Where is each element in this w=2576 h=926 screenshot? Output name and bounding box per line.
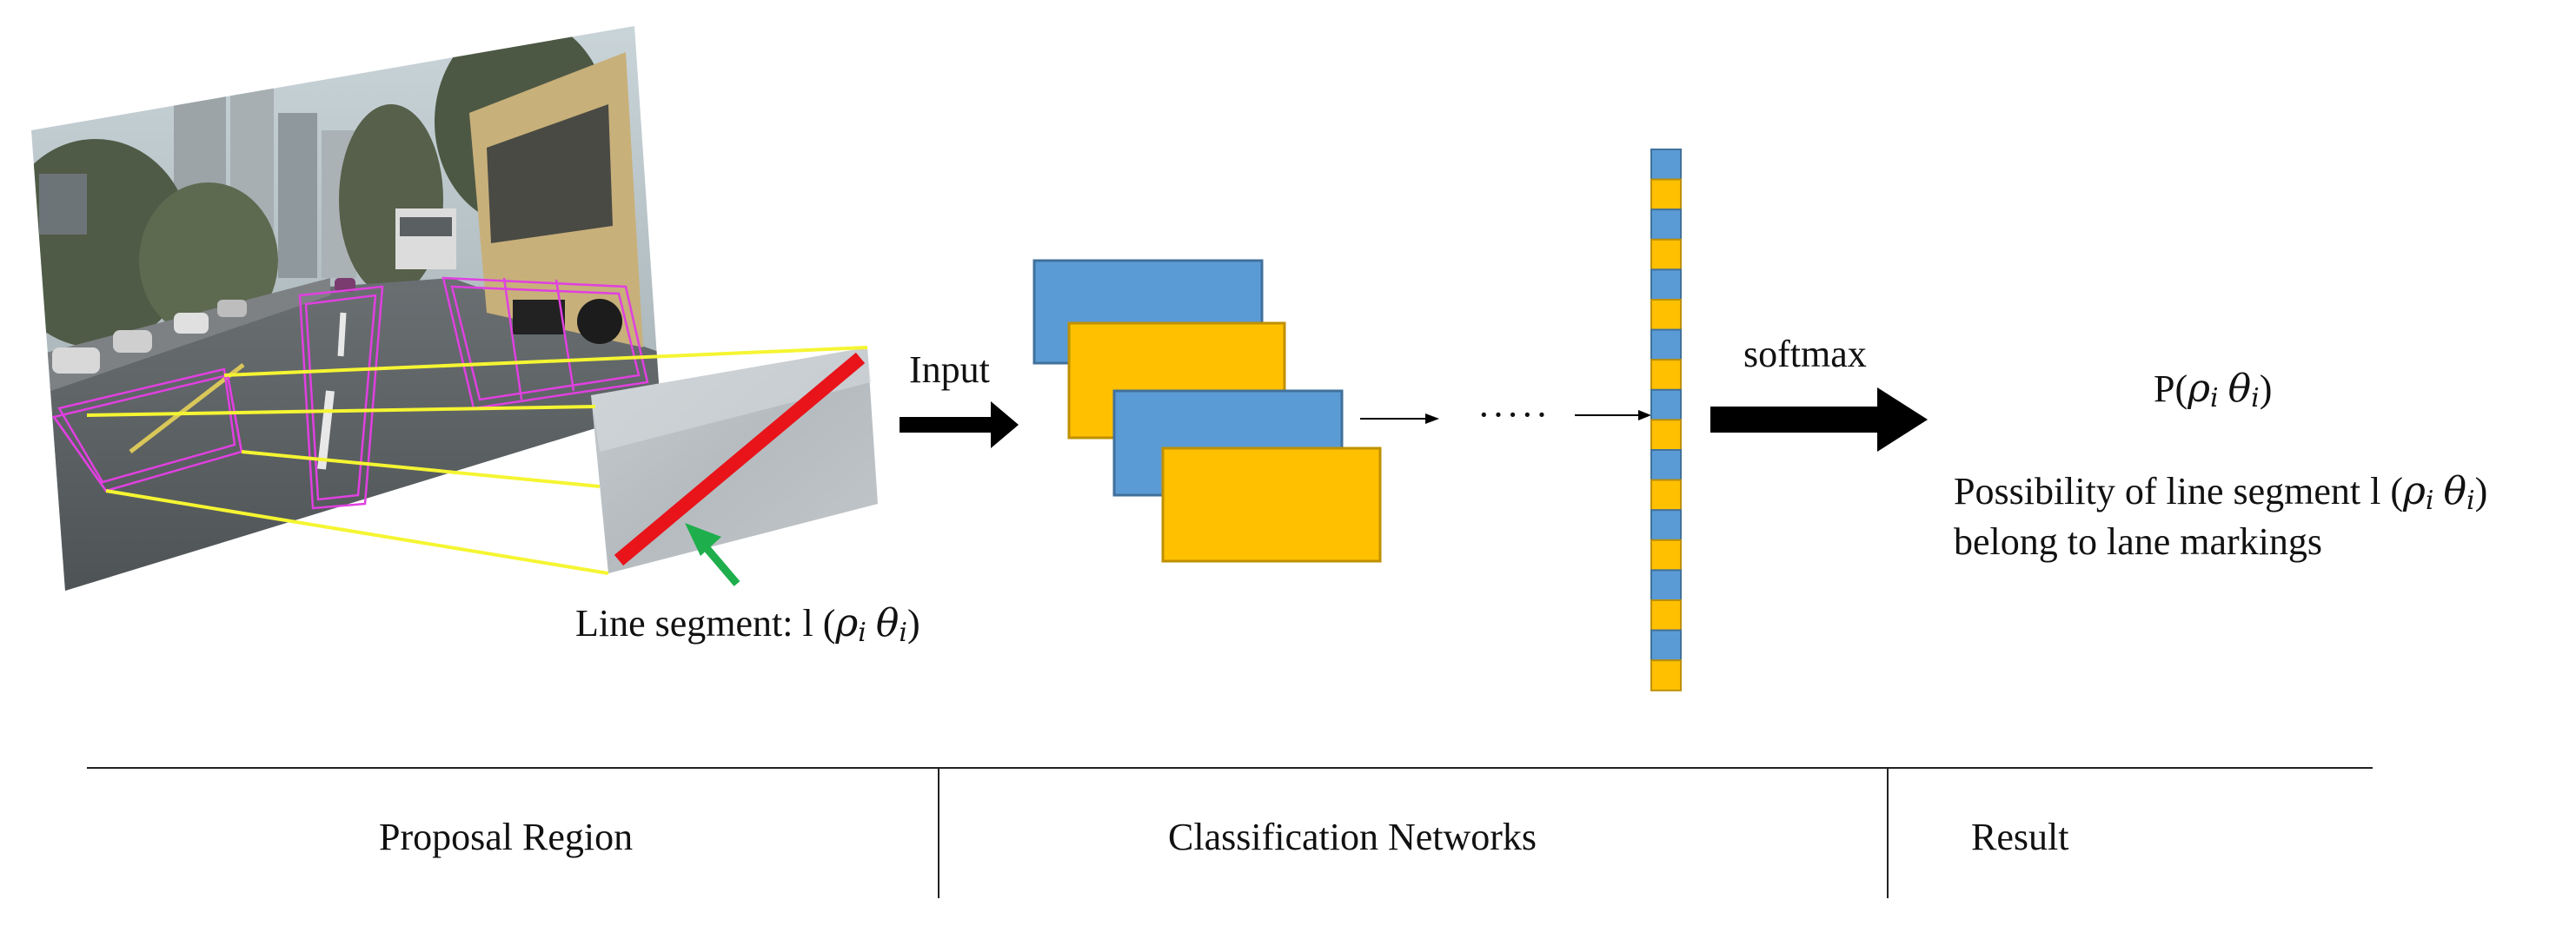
small-arrow-1-icon [1360, 413, 1439, 424]
feature-vector-cell-blue [1650, 629, 1682, 662]
probability-theta: θ [2227, 367, 2252, 411]
section-proposal-region: Proposal Region [379, 816, 634, 858]
input-label: Input [909, 348, 990, 391]
road-scene-photo [31, 26, 661, 591]
rho-subscript: i [858, 618, 866, 648]
softmax-arrow-icon [1710, 387, 1928, 452]
possibility-theta-sub: i [2466, 486, 2475, 516]
possibility-line-2: belong to lane markings [1954, 520, 2323, 563]
softmax-label: softmax [1743, 333, 1867, 375]
input-arrow-icon [900, 401, 1019, 448]
feature-vector-cell-blue [1650, 509, 1682, 541]
possibility-rho: ρ [2402, 469, 2426, 513]
feature-vector-cell-blue [1650, 328, 1682, 361]
feature-vector-cell-orange [1650, 299, 1682, 331]
dots-label: ····· [1477, 394, 1550, 436]
proposal-box-middle [298, 285, 384, 510]
feature-vector-cell-orange [1650, 419, 1682, 451]
rho-symbol: ρ [835, 601, 859, 645]
small-arrow-2-icon [1575, 410, 1651, 420]
feature-vector-cell-blue [1650, 449, 1682, 481]
feature-vector-cell-orange [1650, 178, 1682, 211]
feature-vector-cell-blue [1650, 268, 1682, 301]
feature-map-4 [1161, 446, 1382, 563]
projection-lines [86, 346, 868, 575]
section-result: Result [1971, 816, 2069, 858]
feature-vector-cell-blue [1650, 569, 1682, 602]
feature-vector-cell-orange [1650, 238, 1682, 271]
feature-vector-cell-orange [1650, 359, 1682, 391]
probability-label: P(ρi θi) [2154, 365, 2272, 415]
green-arrow-icon [685, 523, 740, 586]
feature-vector-cell-blue [1650, 149, 1682, 181]
possibility-theta: θ [2443, 469, 2466, 513]
feature-vector-cell-orange [1650, 479, 1682, 512]
probability-theta-sub: i [2251, 383, 2260, 413]
feature-vector-cell-orange [1650, 539, 1682, 572]
possibility-line-1: Possibility of line segment l (ρi θi) [1954, 467, 2487, 518]
probability-prefix: P( [2154, 367, 2188, 410]
possibility-rho-sub: i [2425, 486, 2434, 516]
line-segment-prefix: Line segment: l ( [575, 602, 836, 645]
feature-vector [1650, 149, 1682, 691]
feature-maps [1032, 259, 1382, 563]
theta-symbol: θ [875, 601, 900, 645]
feature-vector-cell-blue [1650, 388, 1682, 421]
section-classification-networks: Classification Networks [1168, 816, 1537, 858]
probability-rho-sub: i [2210, 383, 2219, 413]
possibility-close: ) [2474, 470, 2488, 513]
probability-close: ) [2259, 367, 2273, 410]
feature-vector-cell-orange [1650, 659, 1682, 691]
detected-line-segment [614, 352, 866, 566]
feature-vector-cell-blue [1650, 208, 1682, 241]
line-segment-close: ) [906, 602, 920, 645]
theta-subscript: i [899, 618, 907, 648]
probability-rho: ρ [2188, 367, 2210, 411]
possibility-prefix: Possibility of line segment l ( [1954, 470, 2403, 513]
feature-vector-cell-orange [1650, 599, 1682, 632]
line-segment-label: Line segment: l (ρi θi) [575, 599, 920, 650]
